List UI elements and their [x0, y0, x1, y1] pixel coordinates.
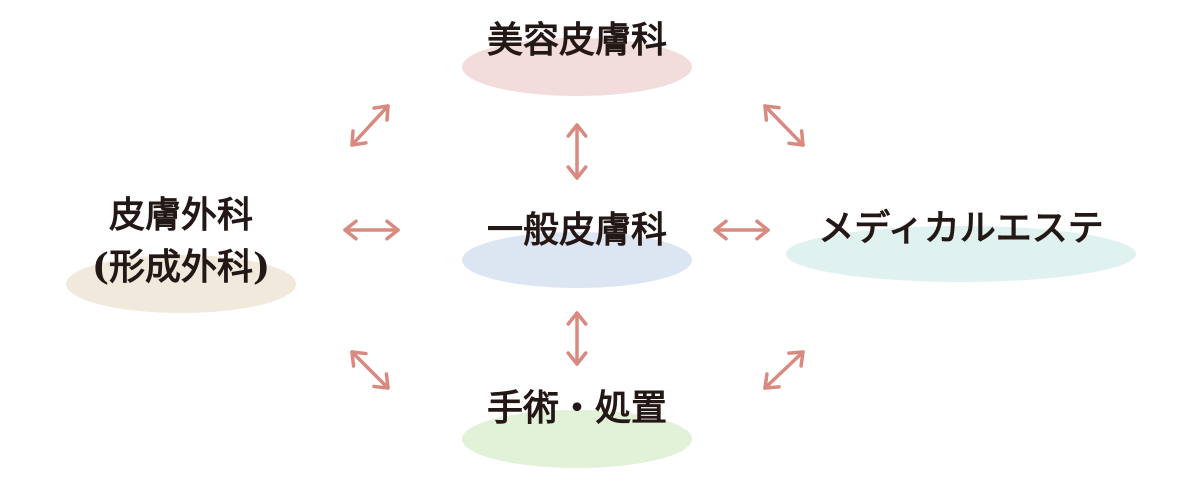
arrow-general-procedure	[566, 311, 588, 366]
dermatologic-surgery-ellipse	[66, 255, 296, 313]
arrow-cosmetic-general	[566, 123, 588, 180]
arrow-general-esthetic	[713, 219, 770, 241]
medical-esthetic-ellipse	[786, 226, 1136, 282]
plastic-surgery-label: (形成外科)	[91, 246, 271, 288]
arrow-esthetic-procedure	[763, 350, 805, 390]
arrow-surgery-cosmetic	[350, 104, 390, 147]
cosmetic-dermatology-ellipse	[462, 38, 692, 96]
general-dermatology-label: 一般皮膚科	[486, 209, 667, 251]
arrow-surgery-procedure	[350, 350, 390, 390]
medical-esthetic-label: メディカルエステ	[818, 207, 1104, 249]
dermatologic-surgery-label: 皮膚外科	[108, 194, 253, 236]
surgery-procedure-label: 手術・処置	[486, 387, 667, 429]
surgery-procedure-ellipse	[462, 410, 692, 468]
arrow-cosmetic-esthetic	[763, 104, 805, 147]
general-dermatology-ellipse	[462, 232, 692, 288]
arrow-surgery-general	[343, 219, 400, 241]
cosmetic-dermatology-label: 美容皮膚科	[486, 19, 667, 61]
